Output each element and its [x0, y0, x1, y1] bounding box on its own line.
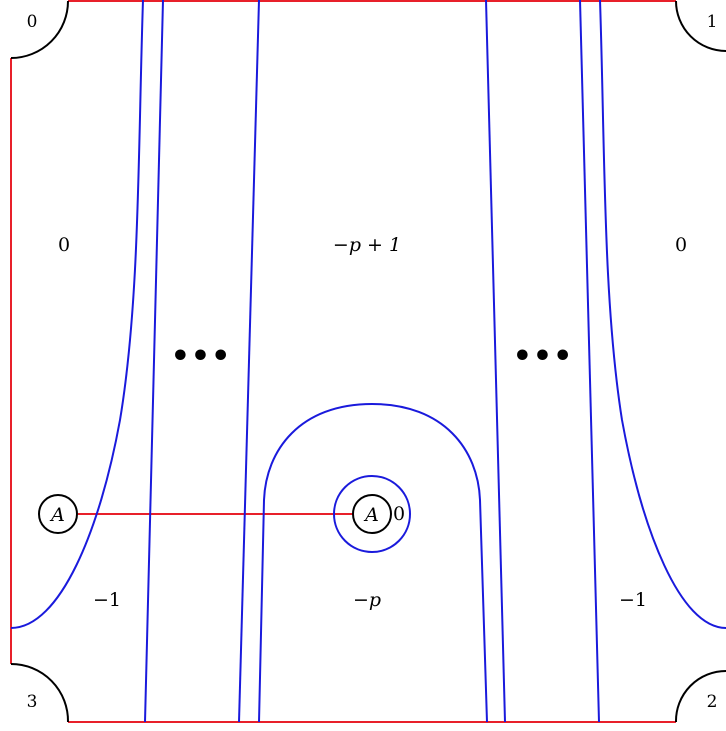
corner-label-3: 3 [27, 692, 38, 712]
markers [38, 494, 392, 534]
region-label-inner-circle: 0 [393, 503, 405, 525]
right-vertical-curve-1 [485, 0, 506, 723]
marker-circle-left [38, 494, 78, 534]
region-label-top-center: −p + 1 [333, 234, 401, 256]
corner-arc-top-left [10, 0, 69, 59]
left-hook-curve [10, 0, 144, 629]
ellipsis-left: ••• [171, 339, 232, 374]
corner-label-0: 0 [27, 12, 38, 32]
region-label-top-left: 0 [58, 234, 70, 256]
corner-arc-bottom-right [674, 670, 726, 723]
blue-curves [10, 0, 726, 723]
region-label-bottom-right: −1 [619, 589, 647, 611]
corner-label-1: 1 [707, 12, 718, 32]
right-vertical-curve-2 [579, 0, 600, 723]
corner-arc-top-right [675, 0, 726, 52]
ellipsis-right: ••• [513, 339, 574, 374]
corner-arc-bottom-left [10, 663, 70, 723]
region-label-top-right: 0 [675, 234, 687, 256]
marker-circle-center [352, 494, 392, 534]
boundary-lines [10, 0, 676, 723]
corner-label-2: 2 [707, 692, 718, 712]
marker-label-center: A [363, 504, 379, 526]
center-arch-curve [258, 402, 488, 723]
right-hook-curve [599, 0, 726, 629]
left-vertical-curve-2 [238, 0, 260, 723]
region-label-bottom-center: −p [353, 589, 381, 611]
region-label-bottom-left: −1 [93, 589, 121, 611]
inner-loop-curve [333, 475, 411, 553]
corner-arcs [10, 0, 726, 723]
left-vertical-curve-1 [144, 0, 164, 723]
marker-label-left: A [49, 504, 65, 526]
